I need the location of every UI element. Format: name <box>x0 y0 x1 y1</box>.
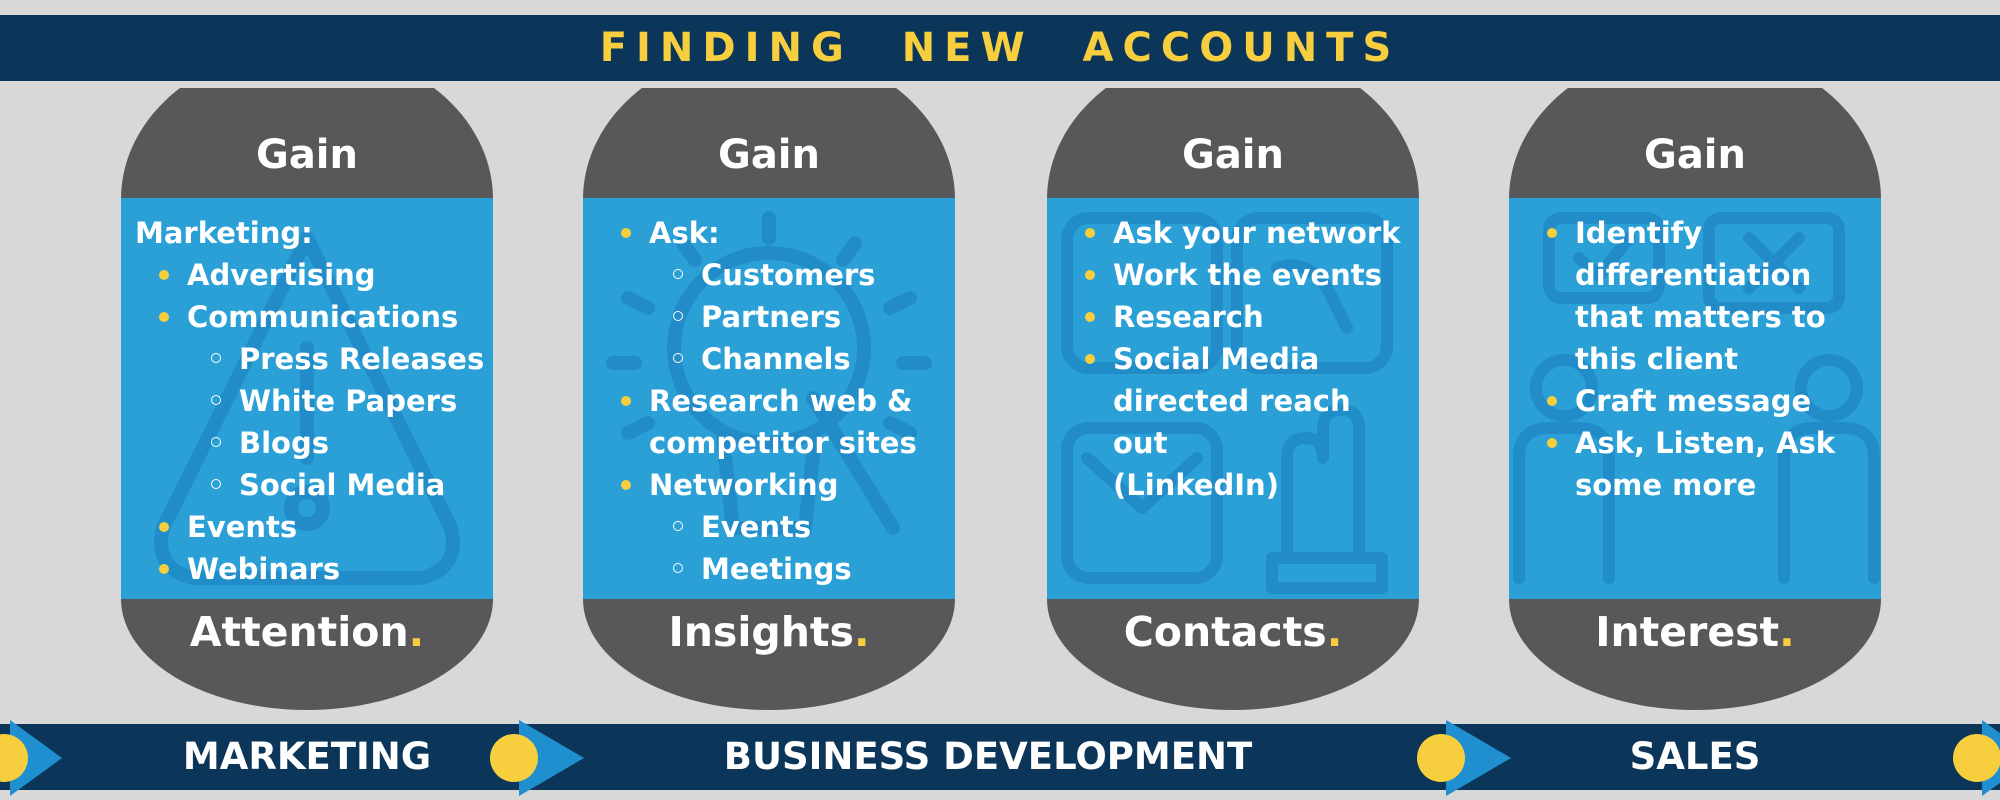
list-item: Blogs <box>135 422 485 464</box>
page-title: FINDING NEW ACCOUNTS <box>599 25 1401 71</box>
card-list: Marketing: Advertising Communications Pr… <box>135 212 485 590</box>
list-item: Customers <box>597 254 947 296</box>
list-item: Social Media <box>1061 338 1411 380</box>
list-item: directed reach out <box>1113 384 1351 460</box>
band-label-marketing: MARKETING <box>182 735 432 778</box>
outcome-dot: . <box>853 608 870 656</box>
list-item: Events <box>597 506 947 548</box>
list-item: White Papers <box>135 380 485 422</box>
list-item: competitor sites <box>649 426 917 460</box>
stage-outcome-label: Insights. <box>583 608 955 656</box>
stage-marker-arrow-icon <box>0 720 62 796</box>
list-item: Communications <box>135 296 485 338</box>
list-item: Ask your network <box>1061 212 1411 254</box>
list-item: Marketing: <box>135 216 313 250</box>
stage-outcome-label: Attention. <box>121 608 493 656</box>
list-item: Ask: <box>597 212 947 254</box>
pipeline-band <box>0 724 2000 790</box>
outcome-text: Attention <box>189 608 409 656</box>
outcome-text: Contacts <box>1123 608 1327 656</box>
list-item: Identify <box>1523 212 1873 254</box>
gain-label: Gain <box>1181 132 1284 178</box>
list-item: Research <box>1061 296 1411 338</box>
card-list: Ask your network Work the events Researc… <box>1061 212 1411 506</box>
list-item: (LinkedIn) <box>1113 468 1279 502</box>
stage-marker-arrow-icon <box>1417 720 1511 796</box>
stage-card-interest: Gain Identify differentiation that matte… <box>1509 88 1881 710</box>
gain-label: Gain <box>255 132 358 178</box>
list-item: Events <box>135 506 485 548</box>
stage-card-attention: Gain Marketing: Advertising Communicatio… <box>121 88 493 710</box>
list-item: Meetings <box>597 548 947 590</box>
card-shape <box>1509 88 1881 710</box>
card-list: Identify differentiation that matters to… <box>1523 212 1873 506</box>
warning-triangle-icon <box>154 231 460 585</box>
list-item: Channels <box>597 338 947 380</box>
outcome-dot: . <box>408 608 425 656</box>
outcome-text: Interest <box>1595 608 1780 656</box>
list-item: Webinars <box>135 548 485 590</box>
stage-card-insights: Gain Ask: Customers Partners Channels Re… <box>583 88 955 710</box>
stage-marker-arrow-icon <box>490 720 584 796</box>
contact-phone-mail-icon <box>1061 212 1393 594</box>
stage-outcome-label: Contacts. <box>1047 608 1419 656</box>
band-label-business-development: BUSINESS DEVELOPMENT <box>723 735 1253 778</box>
list-item: differentiation <box>1575 258 1812 292</box>
stage-outcome-label: Interest. <box>1509 608 1881 656</box>
band-label-sales: SALES <box>1629 735 1761 778</box>
lightbulb-icon <box>606 211 932 535</box>
people-conversation-icon <box>1513 212 1880 584</box>
outcome-text: Insights <box>668 608 854 656</box>
list-item: Networking <box>597 464 947 506</box>
list-item: Ask, Listen, Ask <box>1523 422 1873 464</box>
list-item: this client <box>1575 342 1739 376</box>
stage-marker-arrow-icon <box>1953 720 2000 796</box>
list-item: Partners <box>597 296 947 338</box>
list-item: Press Releases <box>135 338 485 380</box>
list-item: Social Media <box>135 464 485 506</box>
list-item: Work the events <box>1061 254 1411 296</box>
gain-label: Gain <box>717 132 820 178</box>
gain-label: Gain <box>1643 132 1746 178</box>
stage-card-contacts: Gain Ask your network Work the events Re… <box>1047 88 1419 710</box>
outcome-dot: . <box>1779 608 1795 656</box>
list-item: some more <box>1575 468 1757 502</box>
list-item: Advertising <box>135 254 485 296</box>
card-list: Ask: Customers Partners Channels Researc… <box>597 212 947 590</box>
list-item: that matters to <box>1575 300 1826 334</box>
title-banner: FINDING NEW ACCOUNTS <box>0 15 2000 81</box>
list-item: Craft message <box>1523 380 1873 422</box>
outcome-dot: . <box>1326 608 1343 656</box>
list-item: Research web & <box>597 380 947 422</box>
